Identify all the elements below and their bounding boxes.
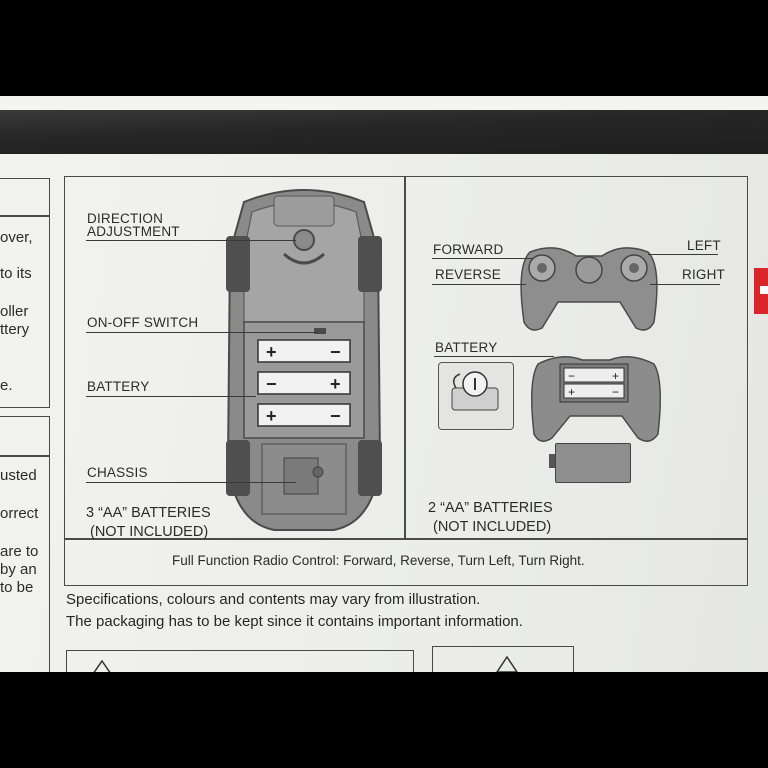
leader-line xyxy=(432,284,526,285)
function-caption: Full Function Radio Control: Forward, Re… xyxy=(172,553,585,568)
leader-line xyxy=(86,396,256,397)
leader-line xyxy=(86,332,318,333)
left-fragment: e. xyxy=(0,377,13,394)
left-fragment: by an xyxy=(0,561,37,578)
svg-text:−: − xyxy=(266,374,277,394)
svg-text:+: + xyxy=(266,406,277,426)
svg-text:+: + xyxy=(266,342,277,362)
svg-text:−: − xyxy=(330,342,341,362)
left-fragment: usted xyxy=(0,467,37,484)
battery-cover-piece xyxy=(555,443,631,483)
label-direction-adjustment-1: DIRECTION xyxy=(87,211,164,226)
svg-text:−: − xyxy=(568,369,575,383)
leader-line xyxy=(86,240,296,241)
label-chassis: CHASSIS xyxy=(87,465,148,480)
leader-line xyxy=(432,258,532,259)
warning-box-left xyxy=(66,650,414,672)
photo: over, to its oller ttery e. usted orrect… xyxy=(0,96,768,672)
left-column-box-2 xyxy=(0,216,50,408)
leader-line xyxy=(86,482,296,483)
left-column-box-4 xyxy=(0,456,50,672)
remote-battery-note-1: 2 “AA” BATTERIES xyxy=(428,500,553,516)
label-battery-remote: BATTERY xyxy=(435,340,498,355)
car-chassis-illustration: + − − + + − xyxy=(226,189,382,531)
label-reverse: REVERSE xyxy=(435,267,501,282)
label-right: RIGHT xyxy=(682,267,725,282)
car-battery-note-1: 3 “AA” BATTERIES xyxy=(86,505,211,521)
left-fragment: oller xyxy=(0,303,29,320)
leader-line xyxy=(434,356,554,357)
warning-box-right xyxy=(432,646,574,672)
red-corner-tab xyxy=(754,268,768,314)
label-direction-adjustment-2: ADJUSTMENT xyxy=(87,224,180,239)
warning-triangle-icon xyxy=(496,656,518,672)
warning-triangle-icon xyxy=(93,660,111,672)
diagram-divider xyxy=(404,177,406,539)
svg-text:−: − xyxy=(612,385,619,399)
left-fragment: ttery xyxy=(0,321,30,338)
battery-cover-tab xyxy=(549,454,555,468)
label-left: LEFT xyxy=(687,238,721,253)
caption-divider xyxy=(65,538,747,540)
cover-open-icon xyxy=(451,371,499,411)
remote-battery-compartment: − + + − xyxy=(531,356,661,442)
leader-line xyxy=(648,254,718,255)
remote-battery-note-2: (NOT INCLUDED) xyxy=(433,519,552,535)
car-battery-note-2: (NOT INCLUDED) xyxy=(90,524,209,540)
left-fragment: are to xyxy=(0,543,39,560)
spec-line-2: The packaging has to be kept since it co… xyxy=(66,613,523,630)
left-fragment: to be xyxy=(0,579,34,596)
left-column-box-3 xyxy=(0,416,50,456)
svg-text:−: − xyxy=(330,406,341,426)
left-fragment: over, xyxy=(0,229,33,246)
label-forward: FORWARD xyxy=(433,242,504,257)
remote-control-illustration xyxy=(520,247,658,331)
svg-text:+: + xyxy=(612,369,619,383)
label-on-off-switch: ON-OFF SWITCH xyxy=(87,315,199,330)
left-column-box-1 xyxy=(0,178,50,216)
svg-text:+: + xyxy=(330,374,341,394)
left-fragment: orrect xyxy=(0,505,39,522)
svg-text:+: + xyxy=(568,385,575,399)
label-battery-car: BATTERY xyxy=(87,379,150,394)
spec-line-1: Specifications, colours and contents may… xyxy=(66,591,481,608)
diagram-frame xyxy=(64,176,748,586)
leather-surface xyxy=(0,110,768,156)
leader-line xyxy=(650,284,720,285)
left-fragment: to its xyxy=(0,265,32,282)
